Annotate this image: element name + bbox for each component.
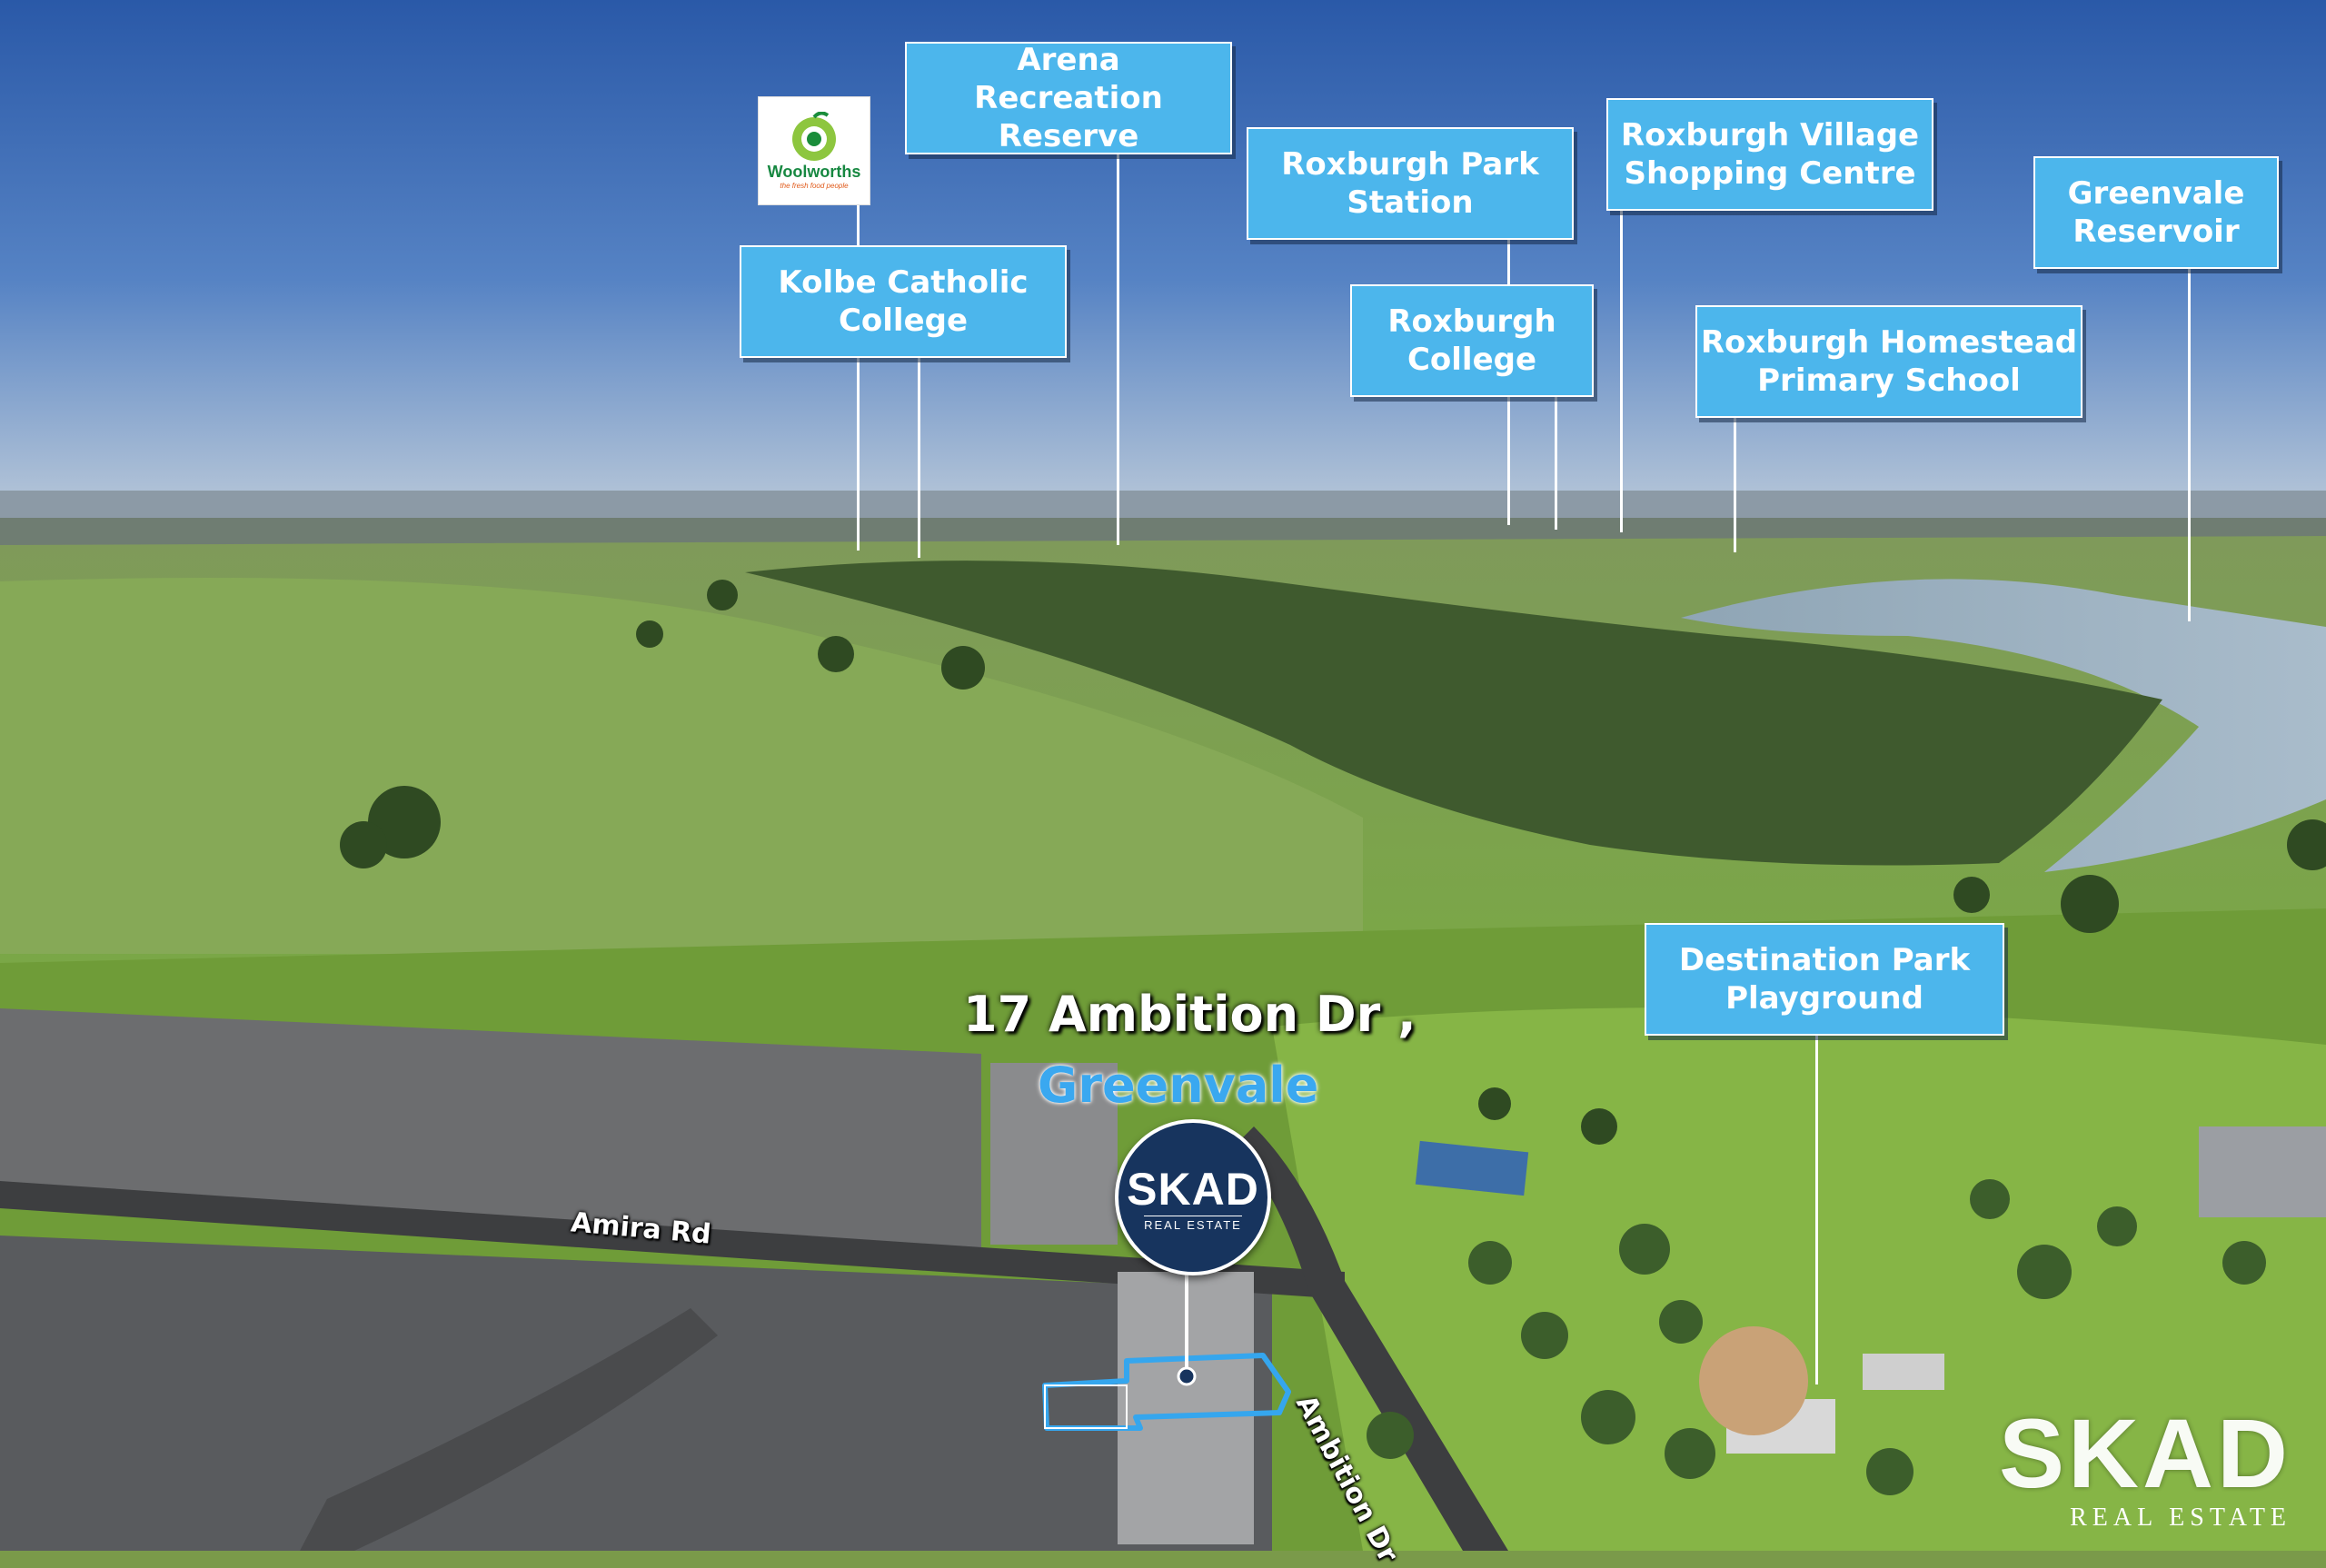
skad-watermark: SKAD REAL ESTATE <box>1999 1404 2291 1533</box>
leader-woolworths <box>857 203 860 551</box>
leader-arena <box>1117 154 1119 545</box>
label-roxburgh-village: Roxburgh Village Shopping Centre <box>1606 98 1933 211</box>
leader-greenvale-reservoir <box>2188 267 2191 621</box>
leader-kolbe <box>918 356 920 558</box>
leader-destination-park <box>1815 1034 1818 1384</box>
address-street: 17 Ambition Dr , <box>963 986 1416 1043</box>
label-roxburgh-college: Roxburgh College <box>1350 284 1594 397</box>
leader-roxburgh-college <box>1555 395 1557 530</box>
woolworths-logo: Woolworths the fresh food people <box>758 96 870 205</box>
skad-badge-subtitle: REAL ESTATE <box>1144 1216 1242 1232</box>
skad-badge-name: SKAD <box>1127 1164 1259 1215</box>
skad-watermark-subtitle: REAL ESTATE <box>2070 1503 2292 1532</box>
leader-roxburgh-homestead <box>1734 416 1736 552</box>
woolworths-name: Woolworths <box>767 163 861 181</box>
label-roxburgh-park-station: Roxburgh Park Station <box>1247 127 1574 240</box>
label-kolbe: Kolbe Catholic College <box>740 245 1067 358</box>
leader-roxburgh-village <box>1620 209 1623 532</box>
skad-watermark-name: SKAD <box>1999 1398 2292 1508</box>
label-arena: Arena Recreation Reserve <box>905 42 1232 154</box>
label-greenvale-reservoir: Greenvale Reservoir <box>2033 156 2279 269</box>
skad-badge: SKAD REAL ESTATE <box>1115 1119 1271 1275</box>
woolworths-apple-icon <box>792 112 836 161</box>
label-roxburgh-homestead: Roxburgh Homestead Primary School <box>1695 305 2082 418</box>
address-suburb: Greenvale <box>1038 1057 1319 1114</box>
label-destination-park: Destination Park Playground <box>1645 923 2004 1036</box>
woolworths-tagline: the fresh food people <box>780 182 849 190</box>
